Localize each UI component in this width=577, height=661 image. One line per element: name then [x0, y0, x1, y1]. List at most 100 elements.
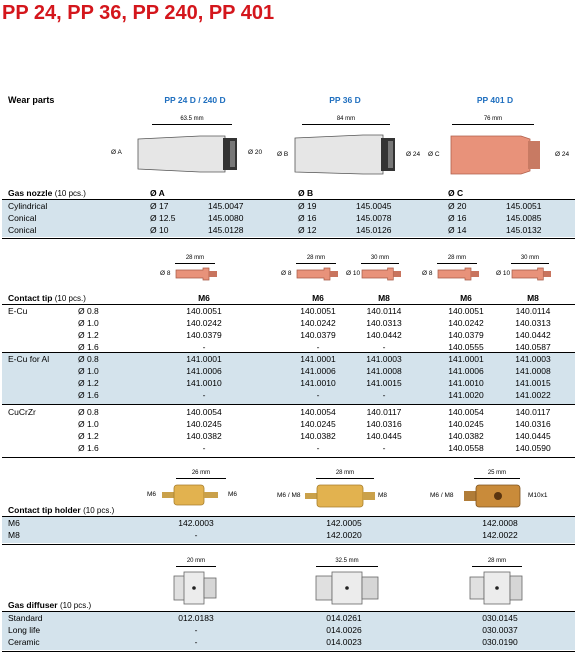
wire-diameter: Ø 1.0 [78, 318, 99, 328]
gas-nozzle-pp401-image [450, 135, 540, 175]
gas-nozzle-pp36-image [294, 134, 395, 175]
table-cell: 140.0054 [300, 407, 336, 417]
dimension-line [437, 263, 477, 264]
nozzle-diam-b-label: Ø B [277, 151, 289, 158]
table-cell: 030.0145 [482, 613, 518, 623]
gas-diffuser-1-image [173, 571, 217, 605]
divider [2, 611, 575, 612]
table-cell: 140.0054 [448, 407, 484, 417]
table-cell: 141.0010 [186, 378, 222, 388]
wire-diameter: Ø 1.0 [78, 419, 99, 429]
table-cell: 145.0132 [506, 225, 542, 235]
wire-diameter: Ø 1.0 [78, 366, 99, 376]
table-cell: Ø 20 [448, 201, 467, 211]
column-head-pp24: PP 24 D / 240 D [164, 95, 226, 105]
dimension-line [152, 124, 232, 125]
tip-diameter-4: Ø 8 [422, 270, 433, 277]
table-cell: 145.0080 [208, 213, 244, 223]
gas-nozzle-header: Gas nozzle (10 pcs.) [8, 188, 86, 198]
table-cell: 141.0006 [186, 366, 222, 376]
dimension-line [472, 566, 522, 567]
wire-diameter: Ø 1.2 [78, 330, 99, 340]
table-cell: 014.0026 [326, 625, 362, 635]
table-cell: Ø 12.5 [150, 213, 176, 223]
dimension-line [316, 566, 378, 567]
table-cell: - [202, 390, 206, 400]
table-cell: 145.0085 [506, 213, 542, 223]
dimension-line [361, 263, 399, 264]
wire-diameter: Ø 1.2 [78, 378, 99, 388]
tip-diameter-5: Ø 10 [496, 270, 511, 277]
table-cell: 140.0051 [448, 306, 484, 316]
gas-nozzle-pp24-image [137, 135, 237, 173]
contact-tip-holder-1-image [162, 484, 218, 506]
column-head-pp36: PP 36 D [329, 95, 361, 105]
page-title: PP 24, PP 36, PP 240, PP 401 [2, 2, 275, 24]
holder-length-1: 26 mm [191, 470, 211, 476]
table-cell: - [202, 342, 206, 352]
holder-2-left-thread: M6 / M8 [277, 492, 301, 499]
diffuser-length-3: 28 mm [487, 558, 507, 564]
table-cell: 140.0445 [366, 431, 402, 441]
holder-length-3: 25 mm [487, 470, 507, 476]
table-cell: 145.0126 [356, 225, 392, 235]
table-cell: 141.0001 [300, 354, 336, 364]
wear-parts-label: Wear parts [8, 95, 55, 105]
table-cell: 142.0020 [326, 530, 362, 540]
divider [2, 304, 575, 305]
nozzle-length-pp24: 63.5 mm [180, 116, 204, 122]
table-cell: 140.0242 [186, 318, 222, 328]
diffuser-length-1: 20 mm [186, 558, 206, 564]
table-cell: 141.0001 [448, 354, 484, 364]
table-band [2, 200, 575, 237]
gas-diffuser-3-image [469, 571, 523, 605]
tip-length-5: 30 mm [520, 255, 540, 261]
table-cell: 145.0047 [208, 201, 244, 211]
table-band [2, 612, 575, 650]
table-cell: 141.0006 [300, 366, 336, 376]
table-cell: Ø 17 [150, 201, 169, 211]
nozzle-diam-pp401: Ø 24 [555, 151, 570, 158]
gas-diffuser-2-image [315, 571, 379, 605]
table-cell: 140.0245 [186, 419, 222, 429]
table-cell: 141.0015 [515, 378, 551, 388]
contact-tip-holder-header: Contact tip holder (10 pcs.) [8, 505, 115, 515]
table-row-label: M6 [8, 518, 20, 528]
table-cell: 141.0001 [186, 354, 222, 364]
contact-tip-3-image [361, 267, 401, 281]
table-cell: 030.0190 [482, 637, 518, 647]
table-cell: - [316, 443, 320, 453]
table-cell: 140.0442 [515, 330, 551, 340]
table-row-label: Ceramic [8, 637, 40, 647]
nozzle-diam-a-label: Ø A [111, 149, 122, 156]
dimension-line [511, 263, 549, 264]
table-cell: 141.0003 [515, 354, 551, 364]
table-cell: Ø 19 [298, 201, 317, 211]
table-band [2, 352, 575, 404]
wire-diameter: Ø 0.8 [78, 306, 99, 316]
table-cell: 140.0242 [448, 318, 484, 328]
table-cell: 141.0022 [515, 390, 551, 400]
table-cell: 145.0128 [208, 225, 244, 235]
contact-tip-group-label: E-Cu for Al [8, 354, 50, 364]
diffuser-length-2: 32.5 mm [335, 558, 359, 564]
table-cell: 145.0078 [356, 213, 392, 223]
table-row-label: Conical [8, 213, 37, 223]
gas-diffuser-header: Gas diffuser (10 pcs.) [8, 600, 92, 610]
divider [2, 516, 575, 517]
table-cell: 145.0051 [506, 201, 542, 211]
table-cell: 141.0015 [366, 378, 402, 388]
dimension-line [176, 566, 216, 567]
table-cell: Ø 16 [298, 213, 317, 223]
divider [2, 457, 575, 458]
table-cell: - [316, 390, 320, 400]
table-cell: 014.0023 [326, 637, 362, 647]
dimension-line [296, 263, 336, 264]
table-cell: 140.0379 [448, 330, 484, 340]
divider [2, 404, 575, 405]
table-row-label: Long life [8, 625, 41, 635]
divider [2, 544, 575, 545]
table-cell: - [382, 390, 386, 400]
contact-tip-col-head: M6 [460, 293, 472, 303]
table-row-label: M8 [8, 530, 20, 540]
